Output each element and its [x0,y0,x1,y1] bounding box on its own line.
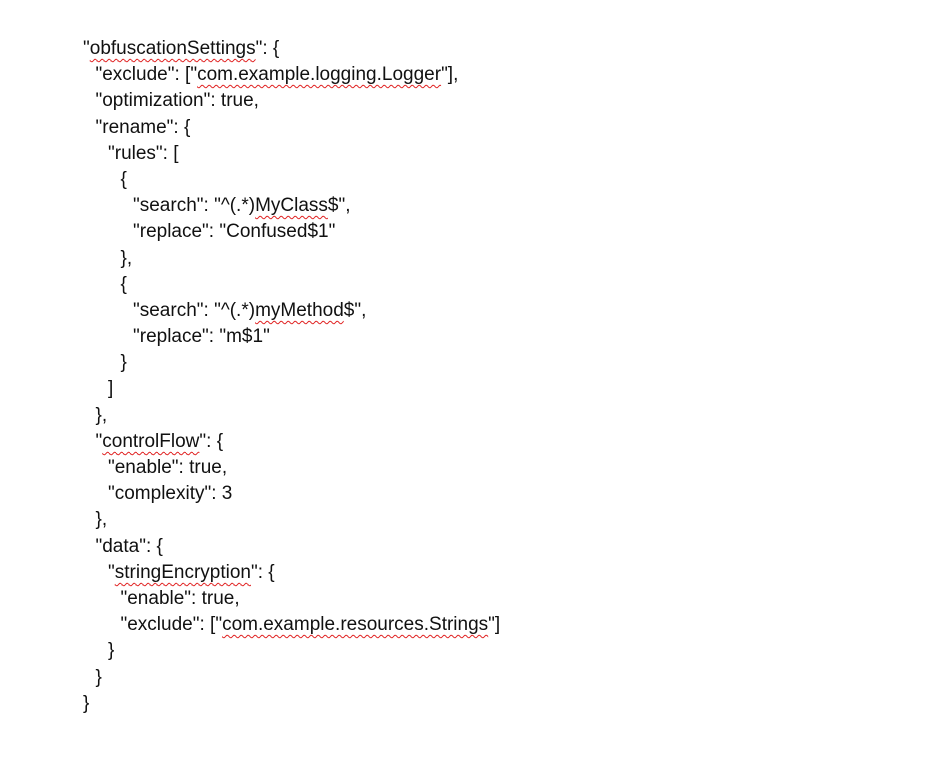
text-segment: "exclude": [" [120,614,223,636]
text-segment: "complexity": 3 [108,483,233,505]
document-line: } [83,665,903,691]
text-segment: "search": "^(.*) [133,195,256,217]
document-line: "enable": true, [83,586,903,612]
document-line: }, [83,507,903,533]
text-segment: ] [108,378,114,400]
document-line: { [83,167,903,193]
text-segment: }, [95,509,108,531]
document-line: "rules": [ [83,141,903,167]
document-line: }, [83,403,903,429]
text-segment: $", [327,195,351,217]
misspelled-word: com.example.logging.Logger [197,64,442,86]
text-segment: "exclude": [" [95,64,198,86]
misspelled-word: obfuscationSettings [89,38,256,59]
document-line: "stringEncryption": { [83,560,903,586]
document-line: { [83,272,903,298]
text-segment: } [95,666,102,688]
text-segment: "], [441,64,459,86]
misspelled-word: com.example.resources.Strings [222,614,489,636]
text-segment: "rename": { [95,116,191,138]
document-line: "replace": "m$1" [83,324,903,350]
text-segment: }, [120,247,133,269]
text-segment: "rules": [ [108,142,179,164]
document-line: "search": "^(.*)myMethod$", [83,298,903,324]
text-segment: }, [95,404,108,426]
document-line: } [83,350,903,376]
document-line: "search": "^(.*)MyClass$", [83,193,903,219]
document-line: "enable": true, [83,455,903,481]
document-line: "replace": "Confused$1" [83,219,903,245]
misspelled-word: controlFlow [102,430,200,452]
document-line: "data": { [83,534,903,560]
document-line: "exclude": ["com.example.logging.Logger"… [83,62,903,88]
misspelled-word: MyClass [255,195,328,217]
misspelled-word: myMethod [255,299,344,321]
document-line: }, [83,246,903,272]
text-segment: ": { [250,561,275,583]
text-segment: "replace": "m$1" [133,326,270,348]
misspelled-word: stringEncryption [114,561,251,583]
document-line: "exclude": ["com.example.resources.Strin… [83,612,903,638]
text-segment: } [120,352,127,374]
text-segment: { [120,273,127,295]
document-line: "obfuscationSettings": { [83,36,903,62]
text-segment: "] [488,614,501,636]
text-segment: "data": { [95,535,163,557]
document-line: "optimization": true, [83,88,903,114]
text-segment: { [120,168,127,190]
document-line: "controlFlow": { [83,429,903,455]
text-segment: ": { [255,38,280,59]
document-body[interactable]: "obfuscationSettings": {"exclude": ["com… [83,36,903,717]
text-segment: "search": "^(.*) [133,299,256,321]
text-segment: "enable": true, [120,587,240,609]
text-segment: "optimization": true, [95,90,259,112]
document-line: "complexity": 3 [83,481,903,507]
text-segment: } [108,640,115,662]
document-line: ] [83,376,903,402]
text-segment: "enable": true, [108,457,228,478]
text-segment: } [83,692,90,714]
text-segment: " [83,38,90,59]
document-line: } [83,691,903,717]
document-line: "rename": { [83,115,903,141]
text-segment: ": { [199,430,224,452]
text-segment: $", [343,299,367,321]
text-segment: " [108,561,115,583]
text-segment: "replace": "Confused$1" [133,221,336,243]
text-segment: " [95,430,103,452]
document-line: } [83,638,903,664]
